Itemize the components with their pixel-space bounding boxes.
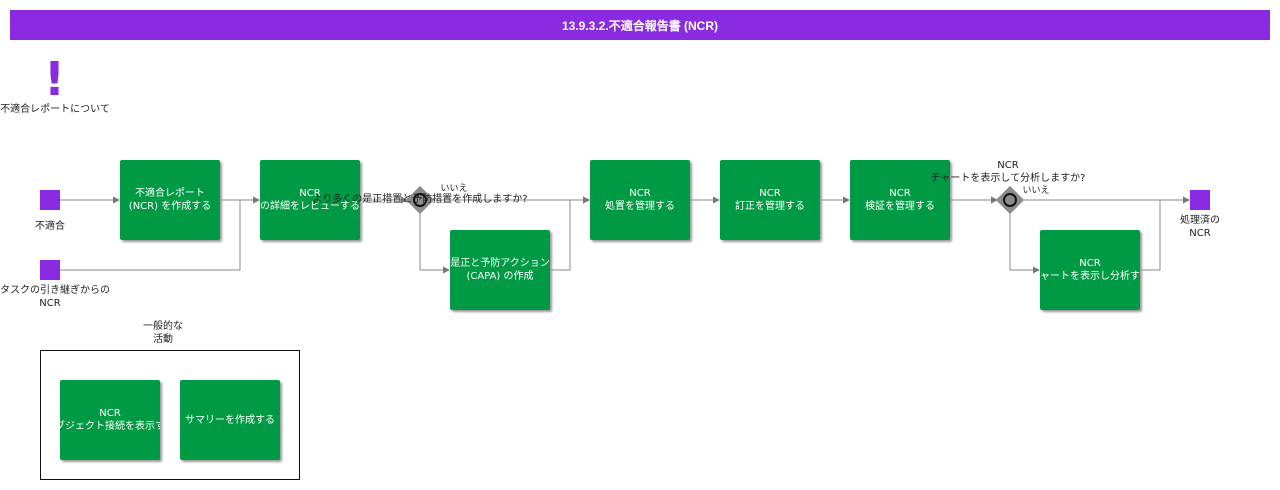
task-review-ncr[interactable]: NCR の詳細をレビューする bbox=[260, 160, 360, 240]
about-label[interactable]: 不適合レポートについて bbox=[0, 104, 110, 115]
task-create-ncr-label: 不適合レポート (NCR) を作成する bbox=[128, 188, 212, 212]
end-event-processed-ncr[interactable] bbox=[1190, 190, 1210, 210]
start-event-label: 不適合 bbox=[35, 221, 65, 232]
start-event-handover[interactable] bbox=[40, 260, 60, 280]
task-create-summary[interactable]: サマリーを作成する bbox=[180, 380, 280, 460]
task-manage-correction-label: NCR 訂正を管理する bbox=[735, 188, 805, 212]
gateway-circle-icon bbox=[1003, 193, 1017, 207]
flow-chart-to-end bbox=[1140, 200, 1161, 271]
task-chart-analyze[interactable]: NCR チャートを表示し分析する bbox=[1040, 230, 1140, 310]
task-view-object-connections[interactable]: NCR オブジェクト接続を表示する bbox=[60, 380, 160, 460]
exclamation-icon: ! bbox=[44, 52, 65, 106]
end-event-label: 処理済の NCR bbox=[1180, 215, 1220, 239]
flow-capa-to-disposition bbox=[550, 196, 590, 271]
task-manage-verification-label: NCR 検証を管理する bbox=[865, 188, 935, 212]
task-view-object-connections-label: NCR オブジェクト接続を表示する bbox=[60, 408, 160, 432]
general-activities-group bbox=[40, 350, 300, 480]
task-chart-analyze-label: NCR チャートを表示し分析する bbox=[1040, 258, 1140, 282]
flow-gateway1-to-capa bbox=[419, 213, 450, 274]
gateway-chart-question: NCR チャートを表示して分析しますか? bbox=[930, 160, 1086, 184]
diagram-title: 13.9.3.2.不適合報告書 (NCR) bbox=[561, 18, 719, 33]
task-manage-verification[interactable]: NCR 検証を管理する bbox=[850, 160, 950, 240]
start-event-handover-label: スタスクの引き継ぎからの NCR bbox=[0, 285, 110, 309]
diagram-title-banner: 13.9.3.2.不適合報告書 (NCR) bbox=[10, 10, 1270, 40]
gateway-chart-no-label: いいえ bbox=[1022, 186, 1050, 196]
task-manage-disposition-label: NCR 処置を管理する bbox=[605, 188, 675, 212]
gateway-more-capa-question: より多くの是正措置と予防措置を作成しますか? bbox=[312, 194, 528, 205]
task-review-ncr-label: NCR の詳細をレビューする bbox=[260, 188, 360, 212]
task-create-ncr[interactable]: 不適合レポート (NCR) を作成する bbox=[120, 160, 220, 240]
task-create-capa[interactable]: 是正と予防アクション (CAPA) の作成 bbox=[450, 230, 550, 310]
gateway-circle-icon bbox=[413, 193, 427, 207]
flow-gateway2-to-chart bbox=[1009, 213, 1040, 274]
start-event-nonconformance[interactable] bbox=[40, 190, 60, 210]
task-manage-correction[interactable]: NCR 訂正を管理する bbox=[720, 160, 820, 240]
gateway-more-capa-no-label: いいえ bbox=[440, 184, 468, 194]
general-activities-title: 一般的な 活動 bbox=[143, 321, 183, 345]
task-create-capa-label: 是正と予防アクション (CAPA) の作成 bbox=[450, 258, 550, 282]
task-create-summary-label: サマリーを作成する bbox=[185, 414, 275, 426]
task-manage-disposition[interactable]: NCR 処置を管理する bbox=[590, 160, 690, 240]
flow-start2-to-review bbox=[60, 200, 241, 271]
